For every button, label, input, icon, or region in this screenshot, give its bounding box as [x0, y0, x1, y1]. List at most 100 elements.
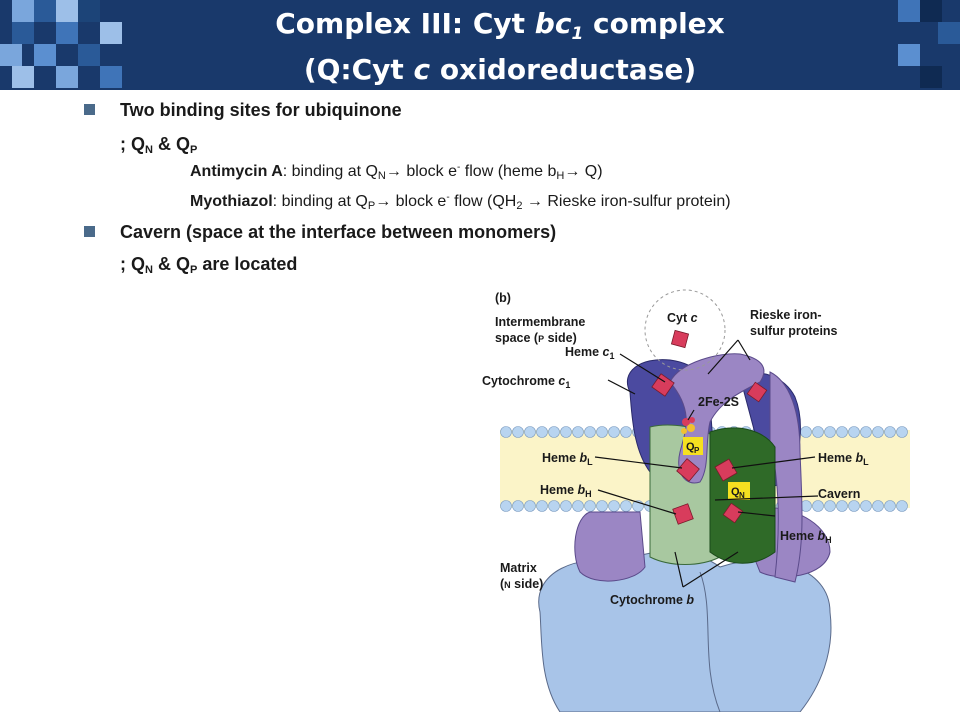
heme-bh-right — [722, 502, 744, 524]
title-text: (Q:Cyt — [303, 53, 414, 86]
cyt-c-circle — [644, 289, 726, 371]
lipid-head — [836, 500, 848, 512]
heme-bh-right-label: Heme bH — [780, 529, 832, 545]
rieske-label-1: Rieske iron- — [750, 308, 822, 322]
lipid-head — [500, 426, 512, 438]
inhibitor-name: Myothiazol — [190, 193, 273, 210]
sub-text: N — [145, 264, 153, 276]
ims-label: Intermembrane — [495, 315, 585, 329]
sub-text: are located — [197, 254, 298, 274]
lipid-head — [500, 500, 512, 512]
heme-cytc — [670, 329, 690, 349]
lipid-head — [572, 426, 584, 438]
arrow-icon: → — [564, 163, 581, 180]
lipid-head — [872, 426, 884, 438]
panel-label: (b) — [495, 291, 511, 305]
qp-label-sub: P — [694, 446, 700, 455]
antimycin-line: Antimycin A: binding at QN→ block e- flo… — [190, 162, 603, 182]
lipid-head — [572, 500, 584, 512]
inhibitor-name: Antimycin A — [190, 163, 283, 180]
sub-text: N — [145, 144, 153, 156]
heme-bl-right — [714, 458, 738, 482]
qn-label-sub: N — [739, 491, 745, 500]
lipid-head — [548, 500, 560, 512]
lipid-head — [524, 500, 536, 512]
lipid-head — [860, 500, 872, 512]
heme-markers — [651, 329, 768, 525]
heme-bh-left — [672, 503, 694, 525]
rieske-label-2: sulfur proteins — [750, 324, 838, 338]
bullet-text: Two binding sites for ubiquinone — [120, 100, 402, 120]
heme-bh-left-label: Heme bH — [540, 483, 592, 499]
matrix-label-2: (N side) — [500, 577, 543, 591]
lipid-head — [848, 426, 860, 438]
lipid-head — [836, 426, 848, 438]
leader-lines — [594, 339, 819, 588]
title-text: Complex III: Cyt — [275, 7, 535, 40]
lipid-head — [524, 426, 536, 438]
lipid-head — [584, 500, 596, 512]
lipid-head — [608, 500, 620, 512]
sub-text: P — [189, 144, 198, 156]
lipid-head — [512, 500, 524, 512]
lipid-head — [560, 426, 572, 438]
line-text: - — [446, 192, 450, 203]
lipid-head — [548, 426, 560, 438]
matrix-divider — [699, 571, 721, 712]
line-text: flow (heme b — [460, 163, 557, 180]
line-text: Q) — [580, 163, 603, 180]
heme-c1-label: Heme c1 — [565, 345, 615, 361]
title-line-1: Complex III: Cyt bc1 complex — [120, 6, 880, 52]
sub-text: ; Q — [120, 254, 145, 274]
lipid-head — [596, 426, 608, 438]
lipid-head — [584, 426, 596, 438]
line-text: 2 — [516, 200, 523, 212]
sub-text: & Q — [152, 134, 190, 154]
line-text: : binding at Q — [272, 193, 368, 210]
lipid-head — [884, 500, 896, 512]
cyt-c-label: Cyt c — [667, 311, 698, 325]
arrow-icon: → — [385, 163, 402, 180]
rieske-strand-right — [769, 371, 803, 583]
line-text: : binding at Q — [282, 163, 378, 180]
fe2s-label: 2Fe-2S — [698, 395, 739, 409]
lipid-head — [848, 500, 860, 512]
qp-box — [683, 437, 703, 455]
ims-label-2: space (P side) — [495, 331, 577, 345]
lipid-head — [536, 500, 548, 512]
lipid-head — [872, 500, 884, 512]
lipid-head — [512, 426, 524, 438]
title-text: oxidoreductase) — [430, 53, 697, 86]
title-subscript: 1 — [571, 24, 584, 44]
arrow-icon: → — [375, 193, 392, 210]
complex-iii-figure: Q P Q N (b) Intermembrane space (P side)… — [482, 289, 910, 712]
lipid-head — [824, 500, 836, 512]
lipid-head — [536, 426, 548, 438]
heme-bl-right-label: Heme bL — [818, 451, 869, 467]
lipid-head — [896, 500, 908, 512]
bullet-square-icon — [84, 104, 95, 115]
qp-label: Q — [686, 441, 695, 453]
lipid-head — [800, 426, 812, 438]
qn-box — [728, 482, 750, 500]
line-text: block e — [401, 163, 458, 180]
sub-text: ; Q — [120, 134, 145, 154]
line-text: N — [377, 170, 386, 182]
cytochrome-b-label: Cytochrome b — [610, 593, 694, 607]
line-text: - — [457, 162, 461, 173]
line-text: H — [556, 170, 565, 182]
title-bar — [0, 0, 960, 90]
line-text: flow (QH — [449, 193, 517, 210]
lipid-head — [596, 500, 608, 512]
lipid-head — [884, 426, 896, 438]
bullet-text: Cavern (space at the interface between m… — [120, 222, 557, 242]
sub-text: & Q — [152, 254, 190, 274]
lipid-head — [560, 500, 572, 512]
heme-c1 — [651, 373, 675, 397]
matrix-label-1: Matrix — [500, 561, 537, 575]
heme-c1-right — [746, 381, 768, 403]
lipid-head — [620, 426, 632, 438]
purple-subunit-left — [574, 511, 646, 582]
bullet-square-icon — [84, 226, 95, 237]
title-text: bc — [534, 7, 572, 40]
